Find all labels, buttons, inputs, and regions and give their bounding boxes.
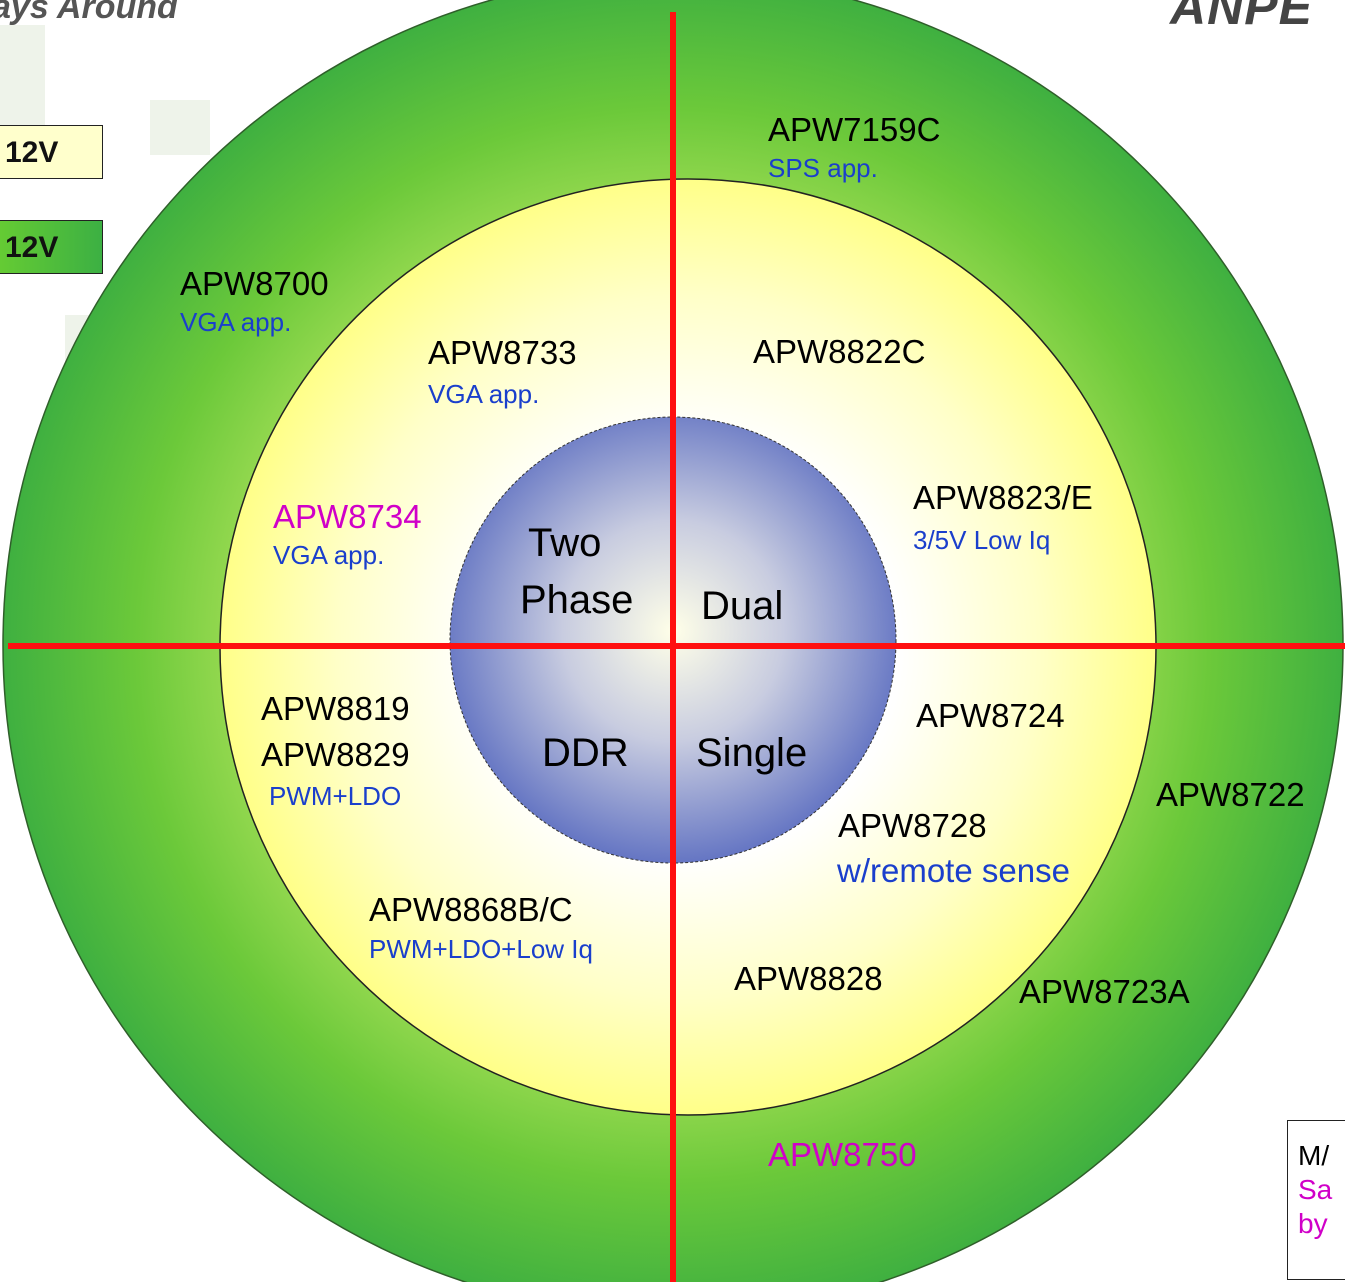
legend-12v-green: 12V (0, 220, 103, 274)
note-box: M/ Sa by (1287, 1120, 1345, 1280)
note-line-2: Sa (1298, 1174, 1333, 1205)
background-square (150, 100, 210, 155)
part-apw8700: APW8700 (180, 265, 329, 302)
part-apw8829-note: PWM+LDO (269, 781, 402, 811)
part-apw8823e-note: 3/5V Low Iq (913, 525, 1051, 555)
part-apw8723a: APW8723A (1019, 973, 1190, 1010)
center-label-ddr: DDR (542, 731, 629, 775)
part-apw8734: APW8734 (273, 498, 422, 535)
part-apw8734-note: VGA app. (273, 540, 385, 570)
header-tagline: ays Around (0, 0, 178, 26)
part-apw8722: APW8722 (1156, 776, 1305, 813)
part-apw8733: APW8733 (428, 334, 577, 371)
part-apw7159c: APW7159C (768, 111, 941, 148)
note-line-1: M/ (1298, 1140, 1330, 1171)
part-apw8829: APW8829 (261, 736, 410, 773)
part-apw8819: APW8819 (261, 690, 410, 727)
legend-12v-yellow: 12V (0, 125, 103, 179)
note-line-3: by (1298, 1208, 1328, 1239)
part-apw8700-note: VGA app. (180, 307, 292, 337)
part-apw8828: APW8828 (734, 960, 883, 997)
part-apw8868bc: APW8868B/C (369, 891, 573, 928)
part-apw8750: APW8750 (768, 1136, 917, 1173)
part-apw8733-note: VGA app. (428, 379, 540, 409)
part-apw8823e: APW8823/E (913, 479, 1093, 516)
part-apw8728: APW8728 (838, 807, 987, 844)
center-label-dual: Dual (701, 584, 784, 628)
part-apw8868bc-note: PWM+LDO+Low Iq (369, 934, 593, 964)
center-label-phase: Phase (520, 578, 634, 622)
part-apw7159c-note: SPS app. (768, 153, 878, 183)
center-label-two: Two (528, 521, 602, 565)
center-label-single: Single (696, 731, 808, 775)
part-apw8724: APW8724 (916, 697, 1065, 734)
part-apw8728-note: w/remote sense (837, 852, 1070, 889)
company-logo: ANPE (1170, 0, 1313, 35)
part-apw8822c: APW8822C (753, 333, 926, 370)
